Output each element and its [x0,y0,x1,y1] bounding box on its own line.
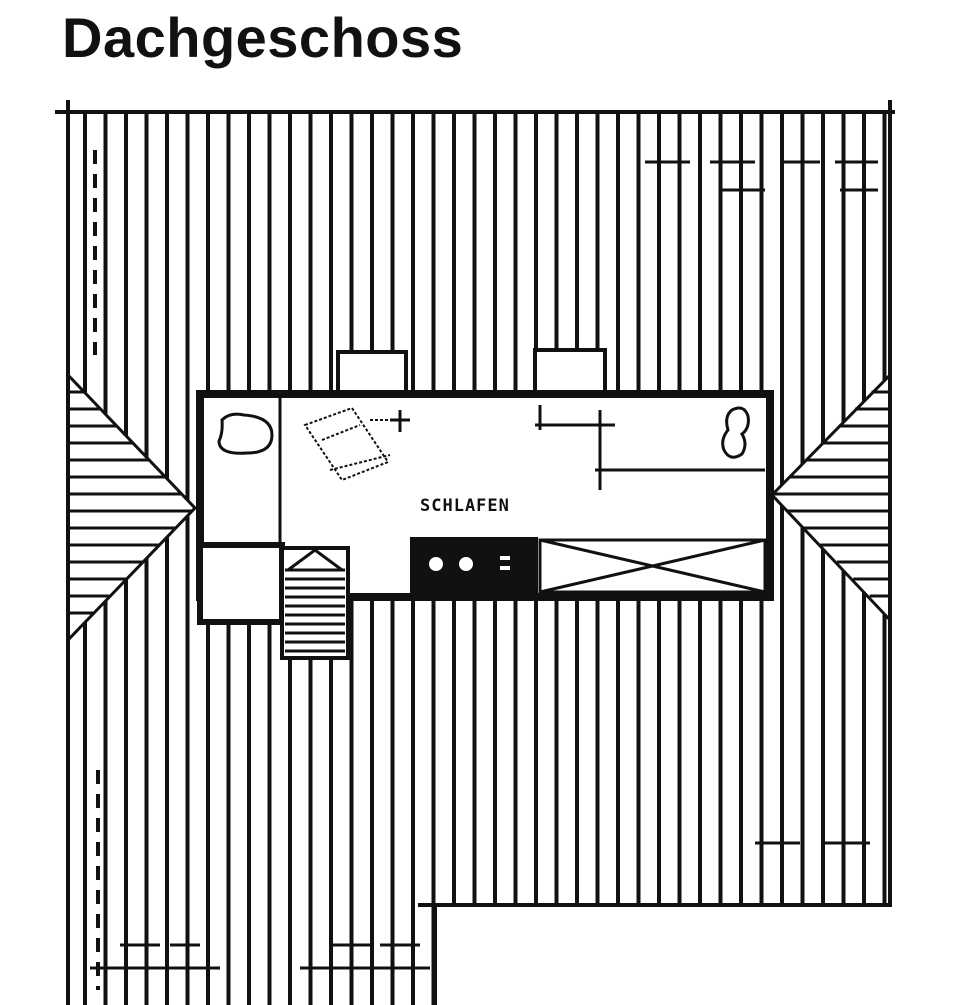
gutter-dashes [93,150,100,990]
stairs [280,546,350,660]
eave-marks [90,160,878,970]
washbasin-right [721,406,750,459]
right-hip-roof [769,371,892,624]
dimension-marks [390,405,765,490]
roof-dormers [336,348,607,396]
room-label-schlafen: SCHLAFEN [420,496,510,516]
left-hip-roof [66,371,198,644]
floor-title: Dachgeschoss [62,6,464,69]
wardrobe [538,538,767,594]
stove-block [410,537,538,593]
washbasin-left [217,412,274,455]
